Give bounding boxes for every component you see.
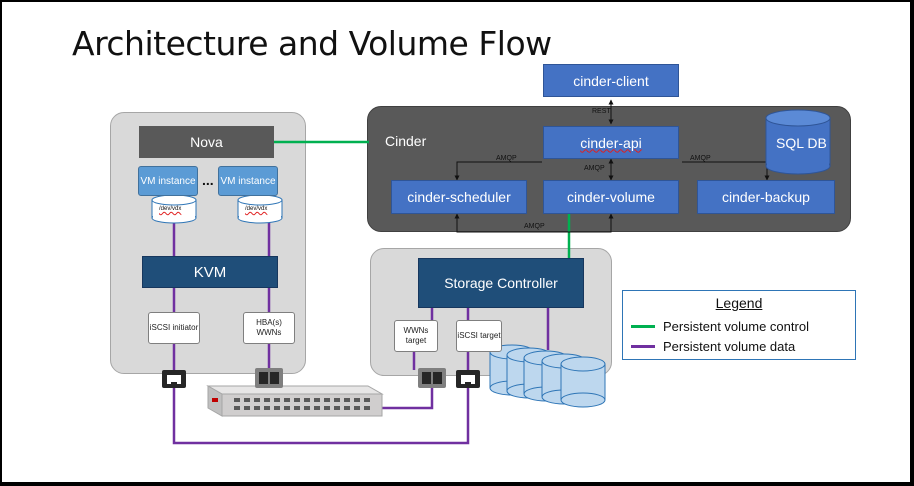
legend-row-data: Persistent volume data — [631, 337, 795, 355]
nova-box: Nova — [139, 126, 274, 158]
disk-5-icon — [560, 356, 606, 408]
network-switch-icon — [206, 385, 384, 417]
cinder-volume-box: cinder-volume — [543, 180, 679, 214]
rest-label: REST — [592, 108, 611, 115]
sql-db-icon — [765, 109, 831, 175]
dev-vdx-1-label: /dev/vdx — [159, 206, 182, 212]
amqp-api-backup-arrow — [682, 161, 770, 181]
dev-vdx-2-label: /dev/vdx — [245, 206, 268, 212]
amqp-scheduler-volume-arrow — [454, 213, 614, 233]
legend: Legend Persistent volume control Persist… — [622, 290, 856, 360]
data-line-iscsi-path — [172, 386, 470, 445]
sql-db-label: SQL DB — [776, 135, 827, 151]
iscsi-target-card: iSCSI target — [456, 320, 502, 352]
amqp-label-mid: AMQP — [584, 165, 605, 172]
legend-swatch-control — [631, 324, 655, 328]
page-title: Architecture and Volume Flow — [72, 24, 552, 63]
cinder-label: Cinder — [385, 133, 427, 149]
iscsi-initiator-card: iSCSI initiator — [148, 312, 200, 344]
cinder-api-box: cinder-api — [543, 126, 679, 159]
amqp-label-left: AMQP — [496, 155, 517, 162]
amqp-api-scheduler-arrow — [454, 161, 542, 181]
legend-title: Legend — [715, 295, 763, 311]
legend-label-data: Persistent volume data — [663, 338, 796, 354]
wwns-target-card: WWNs target — [394, 320, 438, 352]
vm-instance-1: VM instance — [138, 166, 198, 196]
disk-array — [489, 344, 606, 408]
ethernet-port-nova-icon — [162, 370, 186, 388]
vm-instance-2: VM instance — [218, 166, 278, 196]
kvm-box: KVM — [142, 256, 278, 288]
amqp-label-right: AMQP — [690, 155, 711, 162]
legend-label-control: Persistent volume control — [663, 318, 809, 334]
dev-vdx-1-icon — [151, 194, 197, 224]
storage-controller-box: Storage Controller — [418, 258, 584, 308]
dev-vdx-2-icon — [237, 194, 283, 224]
hba-wwns-card: HBA(s) WWNs — [243, 312, 295, 344]
legend-row-control: Persistent volume control — [631, 317, 809, 335]
cinder-backup-box: cinder-backup — [697, 180, 835, 214]
fc-port-nova-icon — [255, 368, 283, 388]
legend-swatch-data — [631, 344, 655, 348]
amqp-label-bottom: AMQP — [524, 223, 545, 230]
ethernet-port-storage-icon — [456, 370, 480, 388]
fc-port-storage-icon — [418, 368, 446, 388]
ellipsis-label: ... — [202, 172, 214, 188]
cinder-scheduler-box: cinder-scheduler — [391, 180, 527, 214]
data-line-fc-path — [362, 386, 434, 410]
cinder-api-label: cinder-api — [580, 134, 642, 151]
cinder-client-box: cinder-client — [543, 64, 679, 97]
